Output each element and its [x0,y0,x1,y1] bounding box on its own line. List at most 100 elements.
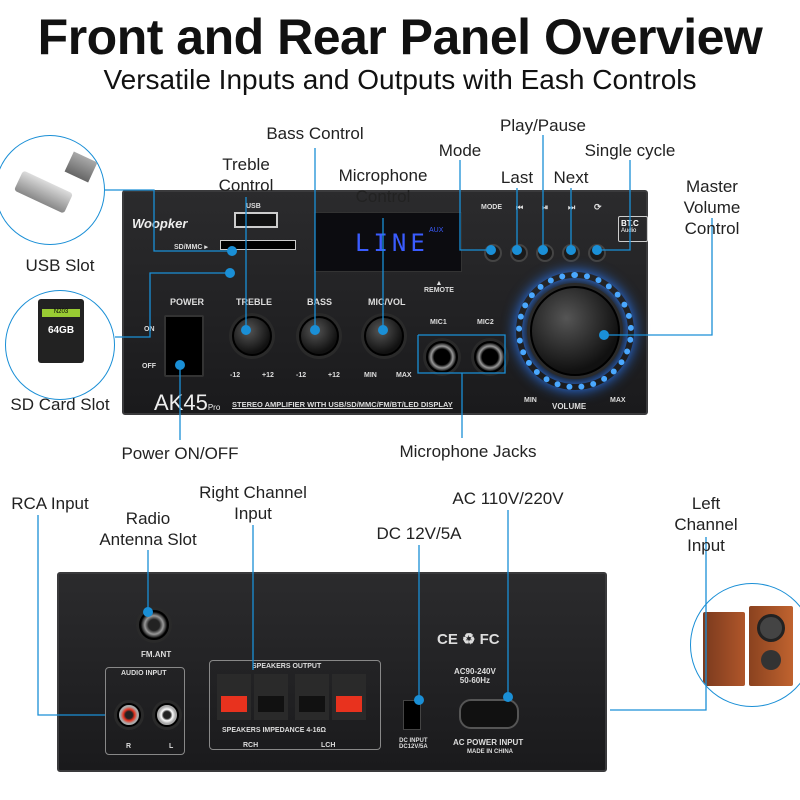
label-power: Power ON/OFF [121,444,239,463]
treble-knob[interactable] [232,316,272,356]
audio-input-box [105,667,185,755]
sd-card-image: N203 64GB [5,290,115,400]
model-name: AK45Pro [154,390,220,416]
label-master-volume: Master Volume Control [683,177,741,238]
bass-max: +12 [328,372,340,379]
volume-label: VOLUME [552,402,587,411]
rca-left-jack[interactable] [155,703,179,727]
last-button[interactable] [510,244,528,262]
mode-button[interactable] [484,244,502,262]
cycle-label: ⟳ [594,202,602,212]
off-label: OFF [142,363,156,370]
terminal-lch-plus[interactable] [332,674,366,720]
label-left-channel: Left Channel Input [674,494,738,555]
play-pause-label: ⏯ [542,203,549,212]
mic-volume-knob[interactable] [364,316,404,356]
mode-label: MODE [481,204,502,211]
sd-capacity: 64GB [47,325,75,336]
sd-slot[interactable] [220,240,296,250]
label-bass-control: Bass Control [266,124,364,143]
master-volume-knob[interactable] [530,286,620,376]
dc-input-jack[interactable] [403,700,421,730]
terminal-rch-minus[interactable] [254,674,288,720]
audio-input-label: AUDIO INPUT [121,670,167,677]
display-text: LINE [355,229,429,257]
terminal-rch-plus[interactable] [217,674,251,720]
fm-antenna-jack[interactable] [139,610,169,640]
usb-label: USB [246,203,261,210]
display-aux: AUX [429,227,444,234]
led-display: LINE AUX [314,212,462,272]
label-next: Next [553,168,589,187]
label-usb-slot: USB Slot [25,256,95,275]
label-microphone-control: Microphone Control [338,166,428,206]
usb-stick-image [0,135,105,245]
bass-knob[interactable] [299,316,339,356]
sd-model: N203 [42,309,80,317]
bass-min: -12 [296,372,307,379]
power-label: POWER [170,297,205,307]
label-right-channel: Right Channel Input [199,483,307,523]
rch-label: RCH [243,742,259,749]
usb-port[interactable] [234,212,278,228]
speakers-output-label: SPEAKERS OUTPUT [252,663,322,670]
label-dc: DC 12V/5A [376,524,462,543]
single-cycle-button[interactable] [588,244,606,262]
l-label: L [169,743,174,750]
model-text: AK45 [154,390,208,415]
ac-rating: AC90-240V 50-60Hz [454,667,496,685]
treble-min: -12 [230,372,241,379]
label-sd-card-slot: SD Card Slot [10,395,110,414]
mic2-jack[interactable] [474,341,506,373]
label-treble-control: Treble Control [218,155,274,195]
volume-min: MIN [524,397,537,404]
mic1-jack[interactable] [426,341,458,373]
fm-label: FM.ANT [141,650,172,659]
ac-power-socket[interactable] [459,699,519,729]
treble-label: TREBLE [236,297,272,307]
front-panel: Woopker USB SD/MMC ▸ LINE AUX ▲ REMOTE M… [122,190,648,415]
mic1-label: MIC1 [430,319,447,326]
impedance-label: SPEAKERS IMPEDANCE 4-16Ω [222,727,327,734]
treble-max: +12 [262,372,274,379]
label-last: Last [500,168,534,187]
bt-text: BT.C [621,219,639,228]
mic-min: MIN [364,372,377,379]
volume-max: MAX [610,397,626,404]
speakers-output-box [209,660,381,750]
next-label: ⏭ [568,203,576,212]
label-microphone-jacks: Microphone Jacks [399,442,537,461]
bt-badge: BT.C Audio [618,216,648,242]
bt-sub: Audio [621,228,637,234]
lch-label: LCH [321,742,336,749]
bass-label: BASS [307,297,333,307]
label-single-cycle: Single cycle [584,141,676,160]
next-button[interactable] [562,244,580,262]
mic2-label: MIC2 [477,319,494,326]
play-pause-button[interactable] [536,244,554,262]
ac-input-label: AC POWER INPUT [453,738,524,747]
label-play-pause: Play/Pause [500,116,586,135]
micvol-label: MIC/VOL [368,297,406,307]
tagline: STEREO AMPLIFIER WITH USB/SD/MMC/FM/BT/L… [232,400,453,409]
rear-panel: FM.ANT AUDIO INPUT R L SPEAKERS OUTPUT S… [57,572,607,772]
dc-input-label: DC INPUT DC12V/5A [399,738,428,750]
r-label: R [126,743,132,750]
brand-logo: Woopker [132,216,188,231]
made-in-label: MADE IN CHINA [467,749,513,755]
page-title: Front and Rear Panel Overview [37,9,763,65]
label-radio-antenna: Radio Antenna Slot [99,509,197,549]
sd-label: SD/MMC ▸ [174,244,208,251]
mic-max: MAX [396,372,412,379]
label-rca-input: RCA Input [11,494,89,513]
last-label: ⏮ [516,203,524,212]
label-ac: AC 110V/220V [452,489,564,508]
on-label: ON [144,326,155,333]
remote-sensor: ▲ REMOTE [424,280,454,294]
page-subtitle: Versatile Inputs and Outputs with Eash C… [103,64,697,95]
terminal-lch-minus[interactable] [295,674,329,720]
label-mode: Mode [438,141,482,160]
power-switch[interactable] [164,315,204,377]
speakers-image [690,583,800,707]
rca-right-jack[interactable] [117,703,141,727]
